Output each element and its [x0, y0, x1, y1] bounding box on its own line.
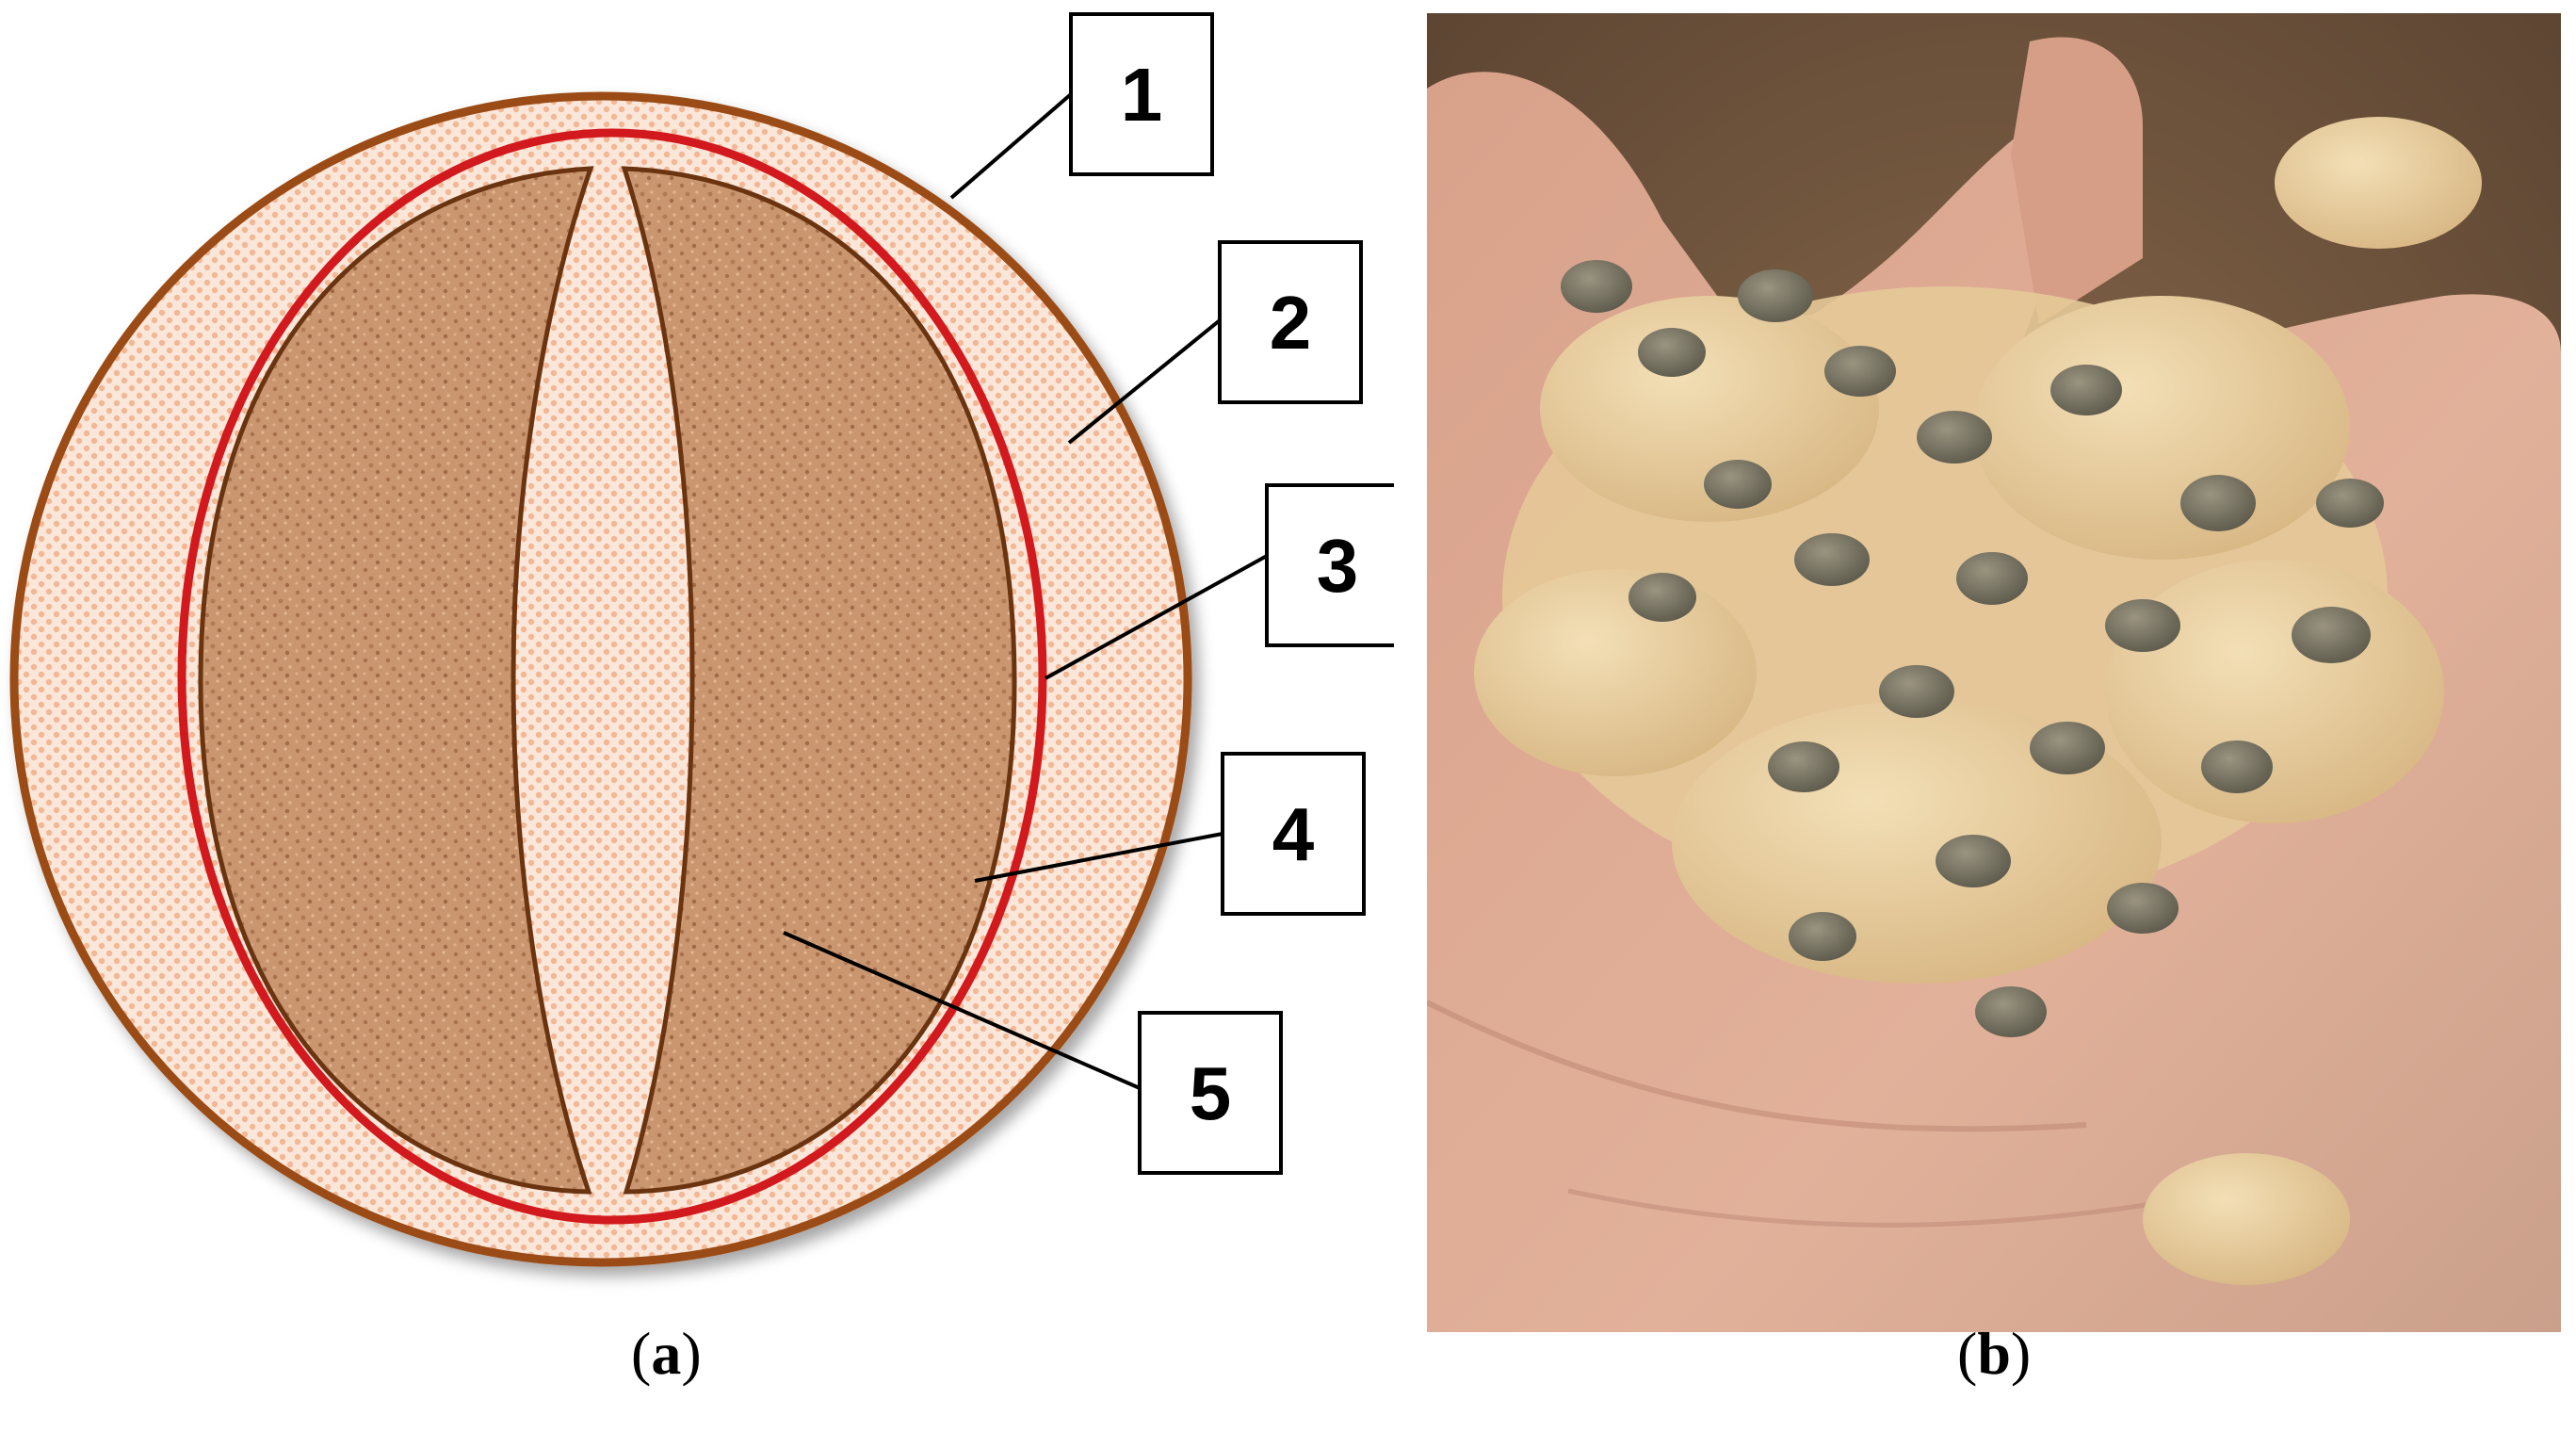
photo-svg: [1427, 13, 2561, 1332]
leader-line-1: [949, 92, 1073, 200]
callout-3: 3: [1265, 483, 1394, 647]
leader-line-3: [1045, 554, 1268, 680]
callout-5: 5: [1138, 1011, 1283, 1175]
callout-4: 4: [1221, 752, 1366, 916]
bean-left-half: [198, 166, 594, 1195]
parchment-flakes: [1474, 117, 2482, 1285]
callout-4-label: 4: [1272, 792, 1315, 876]
diagram-svg: 1 2 3 4 5: [9, 12, 1394, 1267]
callout-1-label: 1: [1121, 53, 1163, 137]
caption-b: (b): [1957, 1320, 2032, 1387]
green-coffee-beans: [1561, 260, 2384, 1037]
leader-line-4: [974, 832, 1223, 883]
caption-a: (a): [631, 1320, 702, 1387]
callout-5-label: 5: [1190, 1051, 1232, 1135]
leader-line-5: [783, 931, 1141, 1090]
coffee-cherry-cross-section-diagram: 1 2 3 4 5: [0, 0, 1394, 1319]
caption-b-letter: b: [1977, 1320, 2011, 1387]
callout-3-label: 3: [1317, 524, 1359, 608]
callout-leader-lines: [783, 92, 1268, 1090]
hand-with-coffee-beans-photo: [1427, 13, 2561, 1332]
callout-1: 1: [1069, 12, 1214, 176]
bean-right-half: [621, 166, 1017, 1195]
parchment-layer: [177, 128, 1047, 1225]
callout-2-label: 2: [1270, 281, 1312, 365]
callout-2: 2: [1218, 240, 1363, 404]
caption-a-letter: a: [651, 1320, 682, 1387]
leader-line-2: [1067, 318, 1222, 445]
